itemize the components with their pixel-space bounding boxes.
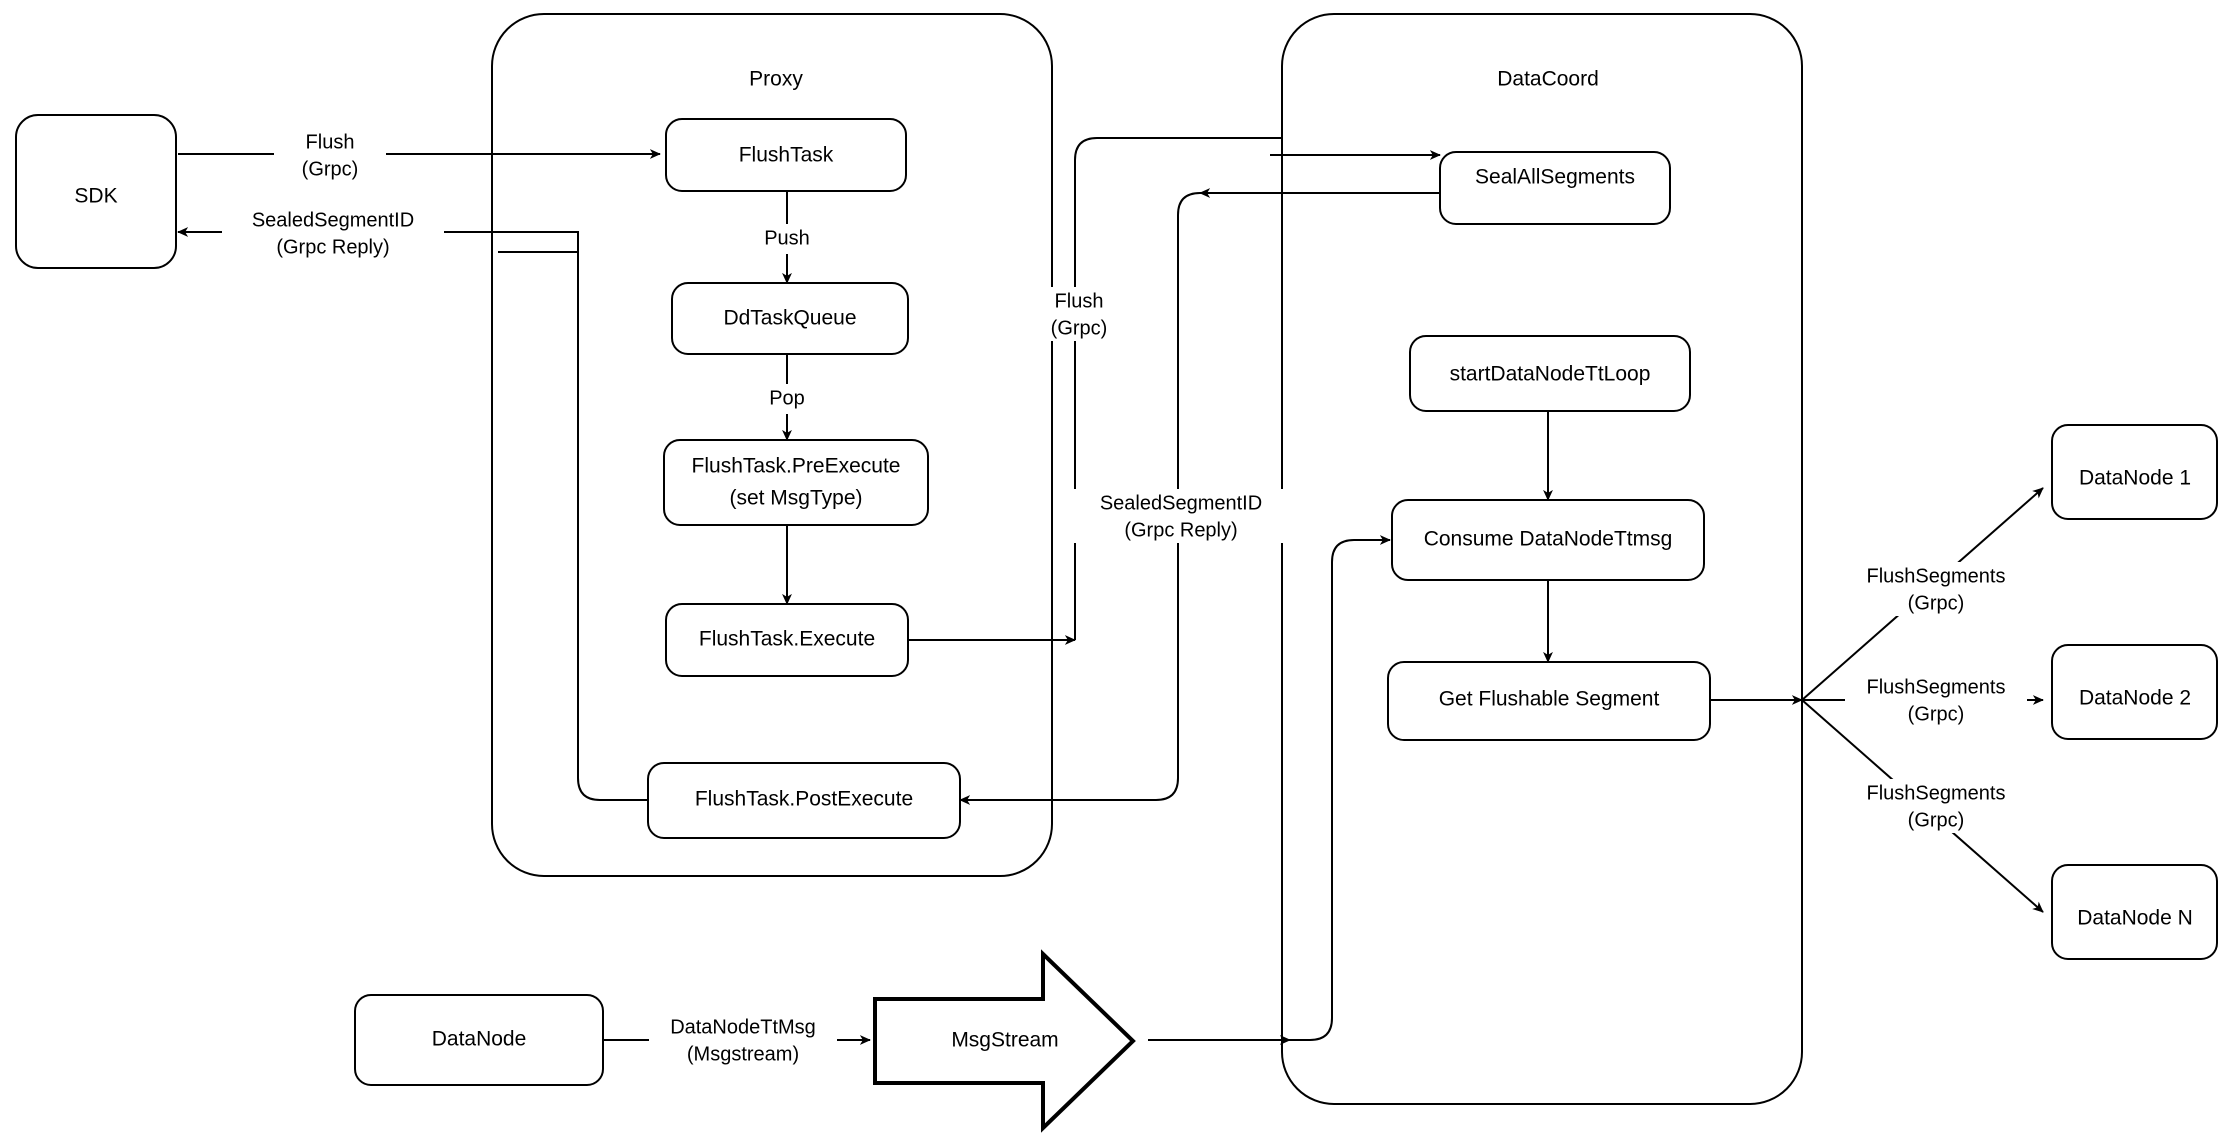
msgstream-arrow-shape[interactable] — [873, 949, 1136, 1133]
node-sdk[interactable]: SDK — [15, 114, 177, 269]
sealallsegments-label: SealAllSegments — [1475, 166, 1635, 189]
sdk-box[interactable] — [15, 114, 177, 269]
node-datanode-1[interactable]: DataNode 1 — [2051, 424, 2218, 520]
edge-label-push-text: Push — [764, 227, 810, 249]
edge-label-sealedsegmentid-line1: SealedSegmentID — [252, 209, 414, 231]
datanode-source-box[interactable] — [354, 994, 604, 1086]
edge-label-datanodettmsg-line2: (Msgstream) — [687, 1043, 799, 1065]
datanode-2-box[interactable] — [2051, 644, 2218, 740]
edge-label-coord-to-proxy: SealedSegmentID (Grpc Reply) — [1073, 489, 1289, 543]
get-flushable-segment-box[interactable] — [1387, 661, 1711, 741]
flushtask-preexecute-box[interactable] — [663, 439, 929, 526]
start-datanode-tt-loop-label: startDataNodeTtLoop — [1450, 363, 1651, 386]
node-datanode-2[interactable]: DataNode 2 — [2051, 644, 2218, 740]
node-flushtask-postexecute[interactable]: FlushTask.PostExecute — [647, 762, 961, 839]
node-start-datanode-tt-loop[interactable]: startDataNodeTtLoop — [1409, 335, 1691, 412]
flushtask-label: FlushTask — [739, 144, 834, 167]
flushtask-preexecute-label-line1: FlushTask.PreExecute — [692, 455, 901, 478]
edge-label-sealedsegmentid-coord-line2: (Grpc Reply) — [1124, 519, 1237, 541]
datanode-1-label: DataNode 1 — [2079, 467, 2191, 490]
edge-flush-to-sealallsegments — [1270, 138, 1441, 160]
node-consume-datanode-ttmsg[interactable]: Consume DataNodeTtmsg — [1391, 499, 1705, 581]
datanode-1-box[interactable] — [2051, 424, 2218, 520]
edge-label-pop: Pop — [755, 384, 819, 414]
edge-postexecute-to-sdk — [177, 227, 648, 801]
sealallsegments-box[interactable] — [1439, 151, 1671, 225]
edge-label-flushsegments-2-line2: (Grpc) — [1908, 703, 1965, 725]
node-get-flushable-segment[interactable]: Get Flushable Segment — [1387, 661, 1711, 741]
edge-label-flush-coord-line2: (Grpc) — [1051, 317, 1108, 339]
edge-label-flushsegments-1-line2: (Grpc) — [1908, 592, 1965, 614]
datanode-n-label: DataNode N — [2077, 907, 2193, 930]
edge-label-sealedsegmentid-coord-line1: SealedSegmentID — [1100, 492, 1262, 514]
edge-label-flushsegments-1-line1: FlushSegments — [1867, 565, 2006, 587]
edge-msgstream-to-consume — [1148, 535, 1391, 1045]
flushtask-preexecute-label-line2: (set MsgType) — [729, 487, 862, 510]
ddtaskqueue-label: DdTaskQueue — [723, 307, 856, 330]
proxy-container-title: Proxy — [749, 68, 803, 91]
node-datanode-source[interactable]: DataNode — [354, 994, 604, 1086]
edge-label-datanode-ttmsg: DataNodeTtMsg (Msgstream) — [649, 1013, 837, 1067]
datacoord-container-title: DataCoord — [1497, 68, 1599, 91]
edge-label-sealedsegmentid-line2: (Grpc Reply) — [276, 236, 389, 258]
consume-datanode-ttmsg-label: Consume DataNodeTtmsg — [1424, 528, 1673, 551]
node-datanode-n[interactable]: DataNode N — [2051, 864, 2218, 960]
node-flushtask-preexecute[interactable]: FlushTask.PreExecute (set MsgType) — [663, 439, 929, 526]
edge-label-proxy-to-coord: Flush (Grpc) — [1026, 287, 1132, 341]
edge-label-flushsegments-2-line1: FlushSegments — [1867, 676, 2006, 698]
sdk-label: SDK — [74, 185, 117, 208]
datanode-source-label: DataNode — [432, 1028, 527, 1051]
consume-datanode-ttmsg-box[interactable] — [1391, 499, 1705, 581]
edge-label-flushsegments-n-line2: (Grpc) — [1908, 809, 1965, 831]
flushtask-execute-box[interactable] — [665, 603, 909, 677]
edge-label-proxy-to-sdk: SealedSegmentID (Grpc Reply) — [222, 206, 444, 260]
edge-label-pop-text: Pop — [769, 387, 805, 409]
flushtask-box[interactable] — [665, 118, 907, 192]
node-ddtaskqueue[interactable]: DdTaskQueue — [671, 282, 909, 355]
edge-label-flushsegments-n: FlushSegments (Grpc) — [1845, 779, 2027, 833]
get-flushable-segment-label: Get Flushable Segment — [1439, 688, 1660, 711]
edge-label-flushsegments-1: FlushSegments (Grpc) — [1845, 562, 2027, 616]
datanode-n-box[interactable] — [2051, 864, 2218, 960]
edge-label-flush-coord-line1: Flush — [1055, 290, 1104, 312]
datanode-2-label: DataNode 2 — [2079, 687, 2191, 710]
edge-label-sdk-to-proxy: Flush (Grpc) — [274, 128, 386, 182]
start-datanode-tt-loop-box[interactable] — [1409, 335, 1691, 412]
node-sealallsegments[interactable]: SealAllSegments — [1439, 151, 1671, 225]
edge-label-flushsegments-n-line1: FlushSegments — [1867, 782, 2006, 804]
flushtask-postexecute-box[interactable] — [647, 762, 961, 839]
edge-label-flushsegments-2: FlushSegments (Grpc) — [1845, 673, 2027, 727]
ddtaskqueue-box[interactable] — [671, 282, 909, 355]
edge-execute-to-flush-rail — [908, 137, 1282, 645]
edge-label-push: Push — [750, 224, 824, 254]
edge-sealallsegments-to-postexecute — [959, 188, 1440, 805]
node-flushtask-execute[interactable]: FlushTask.Execute — [665, 603, 909, 677]
msgstream-label: MsgStream — [951, 1029, 1058, 1052]
node-msgstream[interactable]: MsgStream — [873, 949, 1136, 1133]
edge-label-flush-grpc-line2: (Grpc) — [302, 158, 359, 180]
flushtask-execute-label: FlushTask.Execute — [699, 628, 875, 651]
node-flushtask[interactable]: FlushTask — [665, 118, 907, 192]
edge-label-flush-grpc-line1: Flush — [306, 131, 355, 153]
edge-label-datanodettmsg-line1: DataNodeTtMsg — [670, 1016, 816, 1038]
flushtask-postexecute-label: FlushTask.PostExecute — [695, 788, 913, 811]
